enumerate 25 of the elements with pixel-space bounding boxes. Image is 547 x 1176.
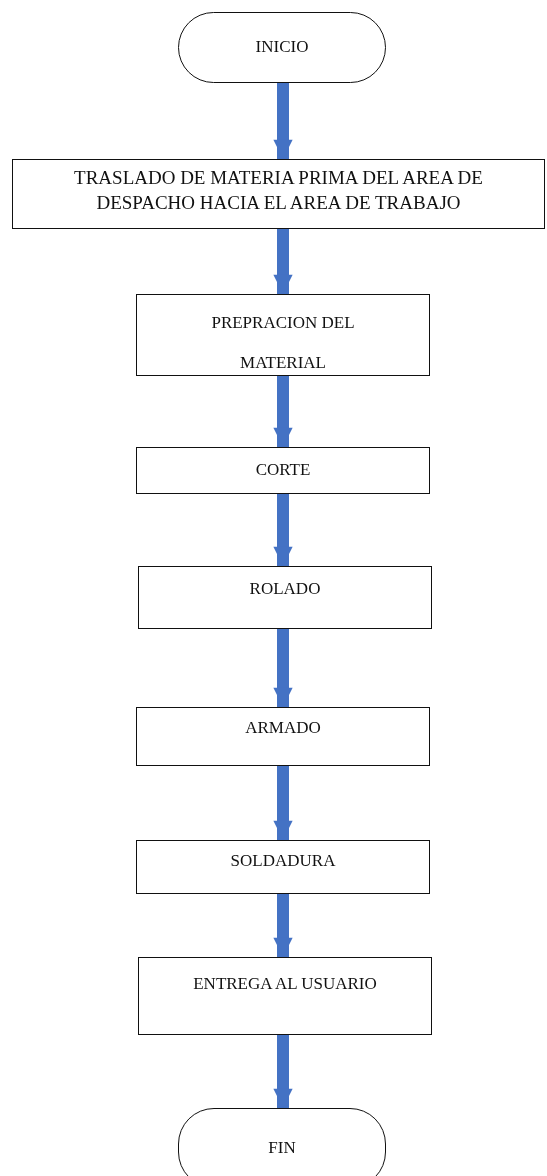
- arrow: [273, 629, 293, 707]
- step-label: ARMADO: [245, 718, 321, 739]
- step-label: INICIO: [255, 37, 309, 58]
- arrow: [273, 83, 293, 159]
- process-box: [136, 707, 430, 766]
- arrow: [273, 894, 293, 957]
- arrow: [273, 376, 293, 447]
- arrow: [273, 494, 293, 566]
- step-label: SOLDADURA: [230, 851, 336, 872]
- terminator-shape: [178, 1108, 386, 1176]
- arrow: [273, 766, 293, 840]
- step-label: ROLADO: [249, 579, 321, 600]
- arrow: [273, 1035, 293, 1108]
- process-box: [12, 159, 545, 229]
- process-box: [136, 840, 430, 894]
- arrow: [273, 229, 293, 294]
- step-label: ENTREGA AL USUARIO: [193, 974, 377, 995]
- process-box: [136, 294, 430, 376]
- process-box: [138, 566, 432, 629]
- process-box: [138, 957, 432, 1035]
- step-label: PREPRACION DEL MATERIAL: [210, 312, 356, 374]
- process-box: [136, 447, 430, 494]
- step-label: TRASLADO DE MATERIA PRIMA DEL AREA DE DESPACHO HACIA EL AREA DE TRABAJO: [73, 166, 484, 215]
- step-label: CORTE: [255, 460, 311, 481]
- step-label: FIN: [268, 1137, 296, 1159]
